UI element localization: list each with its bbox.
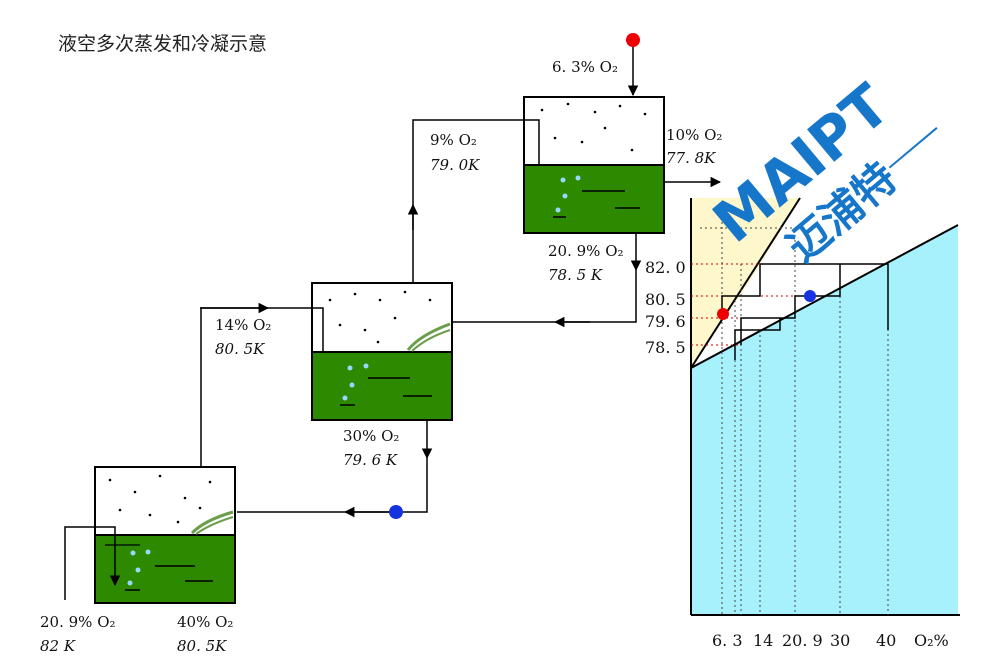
stage-2-vapor-temperature: 79. 0K: [430, 156, 480, 174]
blue-stream-point: [389, 505, 403, 519]
stage-2-vapor-composition: 9% O₂: [430, 131, 477, 149]
stage-1-liquid-composition: 40% O₂: [177, 613, 233, 631]
stage-1-inlet-pipe: [64, 526, 121, 600]
phase-diagram: 82. 0 80. 5 79. 6 78. 5 6. 3 14 20. 9 30…: [645, 197, 960, 650]
dew-line: [690, 197, 801, 369]
stage-2-to-1-pipe: [237, 458, 428, 513]
stage-1-liquid-temperature: 80. 5K: [177, 637, 227, 655]
y-tick-label: 78. 5: [645, 338, 686, 357]
step-line-1: [721, 263, 889, 330]
x-tick-label: 20. 9: [782, 631, 823, 650]
stage-2-vessel: [311, 282, 453, 421]
x-tick-label: 40: [876, 631, 896, 650]
red-state-point: [717, 308, 729, 320]
red-stream-point: [626, 33, 640, 47]
stage-1-inlet-temperature: 82 K: [40, 637, 76, 655]
y-tick-label: 80. 5: [645, 290, 686, 309]
x-tick-label: 14: [753, 631, 773, 650]
stage-3-vessel: [523, 96, 665, 234]
x-tick-label: 30: [830, 631, 850, 650]
liquid-region: [691, 225, 958, 615]
step-line-3: [734, 318, 781, 360]
stage-3-vapor-temperature: 77. 8K: [666, 149, 716, 167]
stage-2-liquid-temperature: 79. 6 K: [343, 451, 398, 469]
blue-state-point: [804, 290, 816, 302]
stage-3-liquid-temperature: 78. 5 K: [548, 266, 603, 284]
step-line-2: [740, 264, 841, 345]
composition-guides: [700, 222, 889, 615]
stage-1-vapor-temperature: 80. 5K: [215, 340, 265, 358]
top-stream-composition: 6. 3% O₂: [552, 58, 618, 76]
stage-3-to-2-pipe: [452, 270, 637, 323]
x-axis-unit: O₂%: [914, 631, 949, 650]
stage-1-vessel: [94, 466, 236, 604]
stage-1-inlet-composition: 20. 9% O₂: [40, 613, 116, 631]
diagram-title: 液空多次蒸发和冷凝示意: [58, 33, 267, 55]
y-tick-label: 79. 6: [645, 312, 686, 331]
y-tick-label: 82. 0: [645, 258, 686, 277]
stage-2-liquid-composition: 30% O₂: [343, 427, 399, 445]
temperature-guides: [691, 263, 840, 346]
stage-3-vapor-composition: 10% O₂: [666, 126, 722, 144]
x-tick-label: 6. 3: [712, 631, 743, 650]
stage-3-liquid-composition: 20. 9% O₂: [548, 242, 624, 260]
stage-1-vapor-composition: 14% O₂: [215, 316, 271, 334]
